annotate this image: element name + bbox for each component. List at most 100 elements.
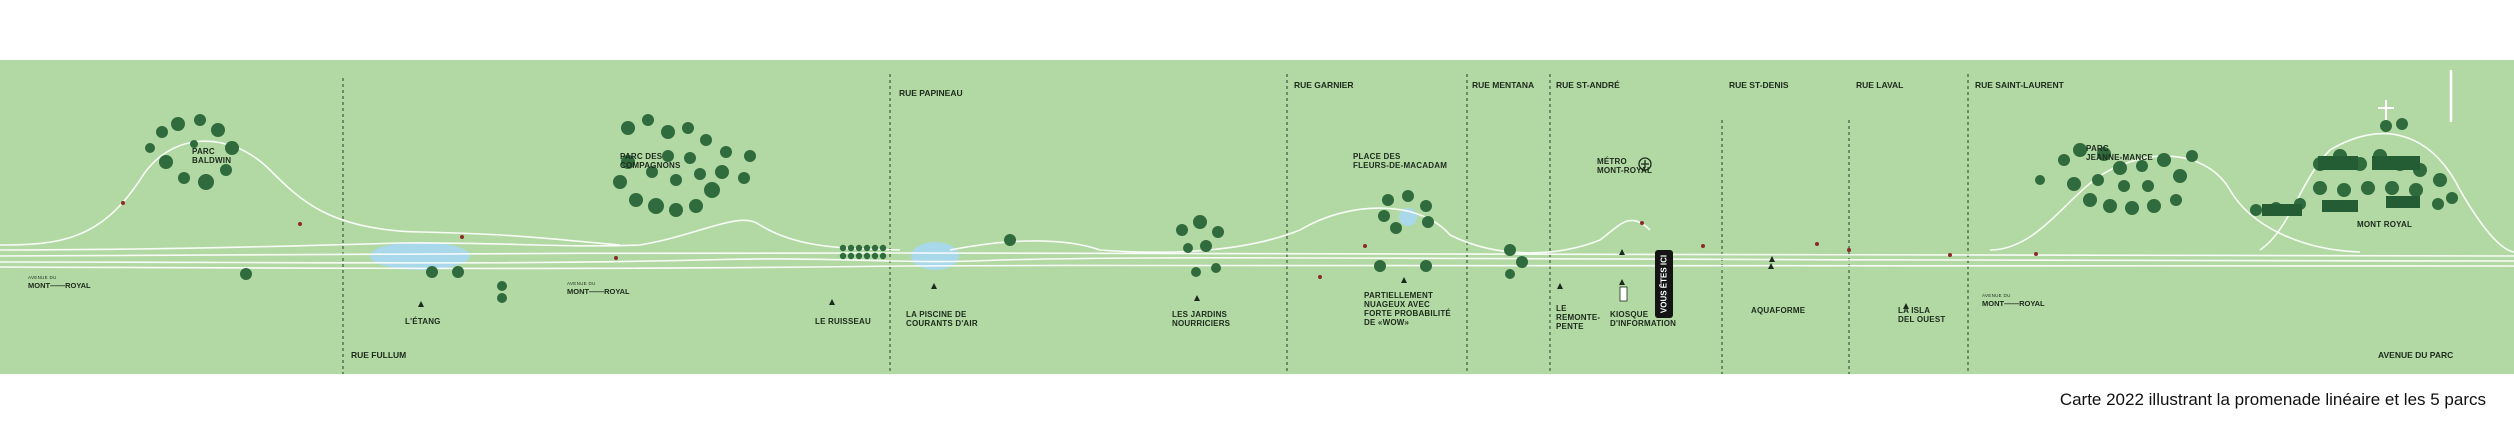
pool-water: [911, 242, 959, 270]
tree: [220, 164, 232, 176]
tree: [2173, 169, 2187, 183]
tree: [2396, 118, 2408, 130]
tree: [1402, 190, 1414, 202]
promenade-path: [1989, 155, 2361, 253]
pond-water: [370, 242, 470, 270]
pedestrian-icon: [1948, 253, 1952, 257]
street-rue-mentana: RUE MENTANA: [1472, 80, 1535, 90]
tree: [1382, 194, 1394, 206]
street-rue-fullum: RUE FULLUM: [351, 350, 407, 360]
label-metro-mont-royal: MÉTRO MONT-ROYAL: [1597, 157, 1653, 175]
tree: [1374, 260, 1386, 272]
feature-pointer-icon: [1401, 277, 1407, 283]
tree: [847, 252, 855, 260]
tree: [2337, 183, 2351, 197]
feature-pointer-icon: [1769, 256, 1775, 262]
tree: [1004, 234, 1016, 246]
tree: [240, 268, 252, 280]
tree: [1193, 215, 1207, 229]
tree: [145, 143, 155, 153]
tree: [1422, 216, 1434, 228]
tree: [689, 199, 703, 213]
tree: [2113, 161, 2127, 175]
feature-pointer-icon: [1903, 303, 1909, 309]
tree: [1516, 256, 1528, 268]
tree: [1200, 240, 1212, 252]
tree: [190, 140, 198, 148]
pedestrian-icon: [1815, 242, 1819, 246]
tree: [715, 165, 729, 179]
tree: [2433, 173, 2447, 187]
tree: [2067, 177, 2081, 191]
label-parc-compagnons: PARC DES COMPAGNONS: [620, 152, 681, 170]
label-isla-del-ouest: LA ISLA DEL OUEST: [1898, 306, 1946, 324]
feature-pointer-icon: [1619, 279, 1625, 285]
tree: [2409, 183, 2423, 197]
tree: [720, 146, 732, 158]
tree: [662, 150, 674, 162]
tree: [863, 252, 871, 260]
promenade-path: [0, 219, 901, 251]
feature-pointer-icon: [1557, 283, 1563, 289]
tree: [2118, 180, 2130, 192]
tree: [171, 117, 185, 131]
tree: [738, 172, 750, 184]
tree: [2125, 201, 2139, 215]
label-partiellement: PARTIELLEMENT NUAGEUX AVEC FORTE PROBABI…: [1364, 291, 1451, 327]
label-aquaforme: AQUAFORME: [1751, 306, 1806, 315]
tree: [194, 114, 206, 126]
metro-plus-icon: [1641, 160, 1649, 168]
tree: [2157, 153, 2171, 167]
tree: [847, 244, 855, 252]
feature-pointer-icon: [829, 299, 835, 305]
pedestrian-icon: [1363, 244, 1367, 248]
label-kiosque: KIOSQUE D'INFORMATION: [1610, 310, 1677, 328]
tree: [1378, 210, 1390, 222]
pedestrian-icon: [460, 235, 464, 239]
tree: [2058, 154, 2070, 166]
pedestrian-icon: [2034, 252, 2038, 256]
street-rue-laval: RUE LAVAL: [1856, 80, 1904, 90]
street-rue-saint-laurent: RUE SAINT-LAURENT: [1975, 80, 2064, 90]
tree: [661, 125, 675, 139]
hedge-block: [2318, 156, 2358, 170]
street-rue-papineau: RUE PAPINEAU: [899, 88, 963, 98]
tree: [2035, 175, 2045, 185]
tree: [642, 114, 654, 126]
hedge-block: [2372, 156, 2420, 170]
tree: [178, 172, 190, 184]
tree: [839, 244, 847, 252]
feature-pointer-icon: [1768, 263, 1774, 269]
pedestrian-icon: [1640, 221, 1644, 225]
pedestrian-icon: [1847, 248, 1851, 252]
label-place-fleurs: PLACE DES FLEURS-DE-MACADAM: [1353, 152, 1448, 170]
tree: [1420, 200, 1432, 212]
label-remonte-pente: LE REMONTE- PENTE: [1556, 304, 1601, 331]
tree: [694, 168, 706, 180]
street-avenue-du-parc: AVENUE DU PARC: [2378, 350, 2454, 360]
tree: [452, 266, 464, 278]
tree: [863, 244, 871, 252]
feature-pointer-icon: [1619, 249, 1625, 255]
feature-pointer-icon: [1194, 295, 1200, 301]
tree: [497, 281, 507, 291]
tree: [1212, 226, 1224, 238]
label-parc-jeanne-mance: PARC JEANNE-MANCE: [2086, 144, 2153, 162]
tree: [2361, 181, 2375, 195]
tree: [682, 122, 694, 134]
promenade-map: RUE FULLUM RUE PAPINEAU RUE GARNIER RUE …: [0, 60, 2514, 374]
street-rue-garnier: RUE GARNIER: [1294, 80, 1354, 90]
label-parc-baldwin: PARC BALDWIN: [192, 147, 232, 165]
tree: [2147, 199, 2161, 213]
map-graphics: [0, 70, 2514, 374]
label-jardins: LES JARDINS NOURRICIERS: [1172, 310, 1231, 328]
promenade-path: [949, 207, 1651, 254]
kiosk-icon: [1619, 286, 1628, 302]
tree: [211, 123, 225, 137]
tree: [2136, 160, 2148, 172]
tree: [855, 244, 863, 252]
tree: [2385, 181, 2399, 195]
tree: [855, 252, 863, 260]
